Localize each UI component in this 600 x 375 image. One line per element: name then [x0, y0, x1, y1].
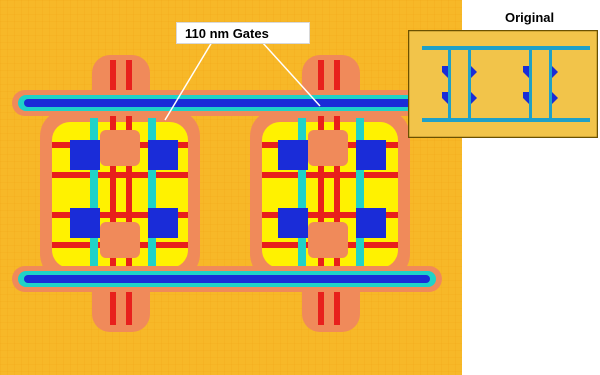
rail-top — [12, 90, 442, 116]
original-layout-inset — [408, 30, 598, 138]
inset-contact — [552, 92, 558, 104]
inset-title: Original — [505, 10, 555, 25]
simulated-layout-image — [0, 0, 462, 375]
callout-line-right — [261, 41, 321, 107]
inset-contact — [523, 92, 529, 104]
inset-gate — [549, 50, 552, 118]
inset-gate — [448, 50, 451, 118]
gate-label: 110 nm Gates — [176, 22, 310, 44]
inset-gate — [529, 50, 532, 118]
inset-contact — [471, 66, 477, 78]
inset-contact — [523, 66, 529, 78]
rail-bottom — [12, 266, 442, 292]
callout-line-left — [164, 41, 213, 121]
inset-rail-bottom — [422, 118, 590, 122]
inset-contact — [442, 92, 448, 104]
inset-contact — [471, 92, 477, 104]
inset-contact — [552, 66, 558, 78]
inset-contact — [442, 66, 448, 78]
inset-gate — [468, 50, 471, 118]
inset-rail-top — [422, 46, 590, 50]
